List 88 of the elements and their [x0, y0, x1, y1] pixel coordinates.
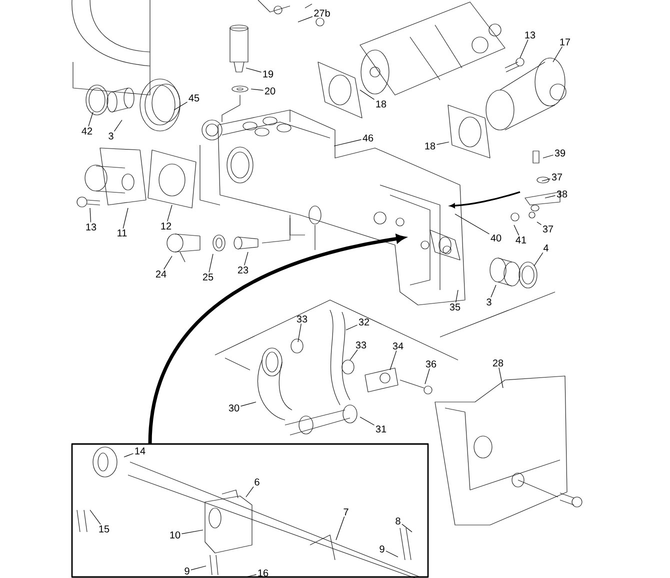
callout-number: 33	[296, 315, 308, 323]
callout-number: 17	[560, 38, 570, 46]
callout-number: 31	[376, 425, 386, 433]
leader-line	[436, 142, 450, 145]
leader-line	[360, 90, 375, 100]
leader-line	[346, 324, 358, 330]
leader-line	[174, 102, 188, 110]
callout-number: 9	[184, 567, 190, 575]
callout-number: 12	[161, 222, 172, 230]
callout-number: 41	[516, 236, 526, 244]
leader-line	[542, 178, 551, 182]
callout-number: 23	[238, 266, 248, 274]
callout-number: 30	[228, 404, 240, 412]
callout-number: 33	[356, 341, 366, 349]
leader-line	[456, 290, 458, 303]
callout-number: 18	[376, 100, 386, 108]
callout-number: 8	[396, 517, 400, 525]
callout-number: 37	[552, 173, 562, 181]
leader-line	[534, 252, 544, 266]
leader-line	[542, 154, 554, 158]
leader-line	[298, 323, 302, 342]
leader-line	[181, 530, 204, 534]
callout-number: 11	[118, 230, 127, 236]
callout-number: 6	[254, 478, 260, 486]
callout-number: 19	[263, 70, 274, 78]
leader-line	[386, 550, 398, 558]
leader-line	[454, 214, 490, 234]
leader-line	[520, 39, 528, 58]
leader-line	[90, 510, 101, 525]
callout-number: 27b	[314, 9, 330, 17]
leader-line	[190, 566, 206, 570]
callout-number: 37	[542, 225, 554, 233]
callout-number: 36	[426, 360, 436, 368]
leader-line	[122, 208, 128, 229]
leader-line	[250, 88, 264, 91]
leader-line	[208, 254, 214, 273]
callout-number: 38	[556, 190, 568, 198]
inset-frame	[71, 443, 429, 578]
leader-line	[514, 224, 520, 236]
callout-number: 25	[202, 273, 214, 281]
leader-line	[544, 195, 556, 198]
leader-line	[114, 120, 122, 132]
callout-number: 15	[99, 526, 110, 532]
callout-number: 9	[380, 545, 384, 553]
callout-number: 20	[264, 87, 276, 95]
leader-line	[298, 16, 313, 22]
leader-line	[246, 68, 262, 72]
leader-line	[350, 349, 358, 360]
callout-number: 7	[344, 508, 348, 516]
callout-number: 34	[392, 342, 404, 350]
leader-line	[244, 252, 248, 266]
leader-line	[552, 46, 563, 62]
leader-line	[536, 222, 542, 226]
callout-number: 13	[86, 223, 96, 231]
callout-number: 28	[492, 359, 504, 367]
leader-line	[360, 416, 375, 426]
leader-line	[334, 139, 362, 146]
callout-number: 18	[425, 142, 436, 150]
callout-number: 14	[135, 448, 146, 454]
leader-line	[336, 516, 345, 540]
leader-line	[124, 453, 134, 458]
leader-line	[88, 112, 94, 127]
leader-line	[498, 367, 504, 388]
callout-number: 4	[543, 244, 548, 252]
arrow	[148, 234, 406, 444]
leader-line	[167, 204, 172, 222]
leader-line	[490, 284, 496, 298]
callout-number: 3	[108, 132, 114, 140]
callout-number: 3	[486, 298, 492, 306]
callout-number: 39	[554, 149, 566, 157]
leader-line	[164, 256, 172, 270]
callout-number: 10	[170, 531, 180, 539]
callout-number: 32	[358, 318, 370, 326]
leader-line	[390, 350, 397, 370]
callout-number: 16	[258, 569, 268, 577]
leader-line	[90, 208, 92, 223]
callout-number: 46	[362, 134, 374, 142]
callout-number: 24	[156, 270, 166, 278]
leader-line	[240, 402, 256, 406]
leader-line	[402, 524, 412, 532]
callout-number: 40	[490, 234, 502, 242]
callout-number: 45	[188, 94, 200, 102]
leader-line	[424, 368, 430, 384]
callout-number: 13	[525, 31, 536, 39]
callout-number: 35	[450, 303, 460, 311]
callout-number: 42	[82, 128, 92, 134]
leader-line	[246, 574, 257, 578]
leader-line	[246, 486, 254, 498]
